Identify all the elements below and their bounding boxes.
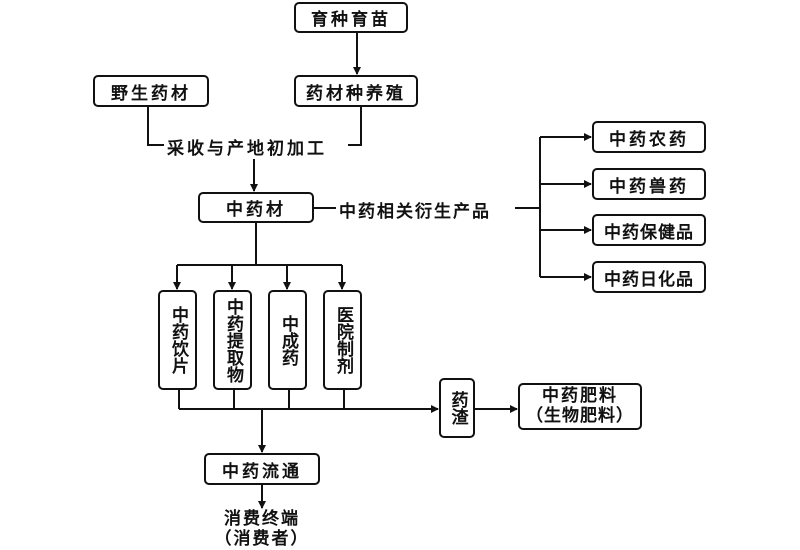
line-cultivation-to-harvest [348, 107, 362, 146]
node-patent-medicine: 中成药 [268, 290, 307, 390]
node-fertilizer: 中药肥料 （生物肥料） [518, 383, 642, 430]
node-cultivation: 药材种养殖 [294, 75, 418, 107]
consumer-subtitle: （消费者） [214, 528, 310, 549]
node-herb: 中药材 [198, 192, 314, 223]
node-health-products: 中药保健品 [592, 214, 706, 246]
node-consumer: 消费终端 （消费者） [204, 509, 320, 549]
node-circulation: 中药流通 [204, 453, 320, 485]
label-derivatives: 中药相关衍生产品 [339, 197, 491, 222]
node-veterinary: 中药兽药 [592, 168, 706, 200]
fertilizer-title: 中药肥料 [542, 385, 618, 406]
consumer-title: 消费终端 [224, 509, 300, 529]
node-daily-chemicals: 中药日化品 [592, 261, 706, 293]
node-residue: 药渣 [439, 378, 475, 438]
node-hospital-preparation: 医院制剂 [323, 290, 362, 390]
node-decoction-pieces: 中药饮片 [158, 290, 197, 390]
line-wild-to-harvest [147, 107, 164, 146]
node-extract: 中药提取物 [213, 290, 252, 390]
fertilizer-subtitle: （生物肥料） [526, 405, 634, 426]
label-harvest: 采收与产地初加工 [167, 134, 327, 159]
node-wild-herbs: 野生药材 [93, 75, 209, 107]
node-breeding: 育种育苗 [294, 2, 408, 33]
node-pesticide: 中药农药 [592, 121, 706, 153]
